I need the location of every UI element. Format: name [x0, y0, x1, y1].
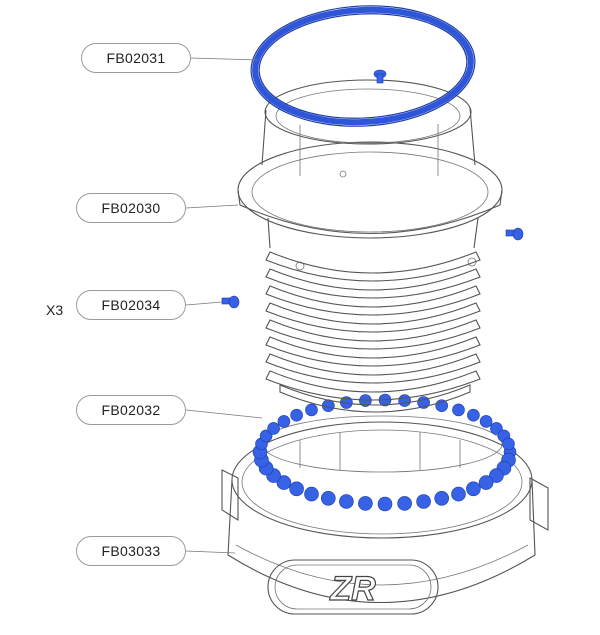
callout-fb02031-label: FB02031 — [106, 50, 166, 66]
ball-bearing — [416, 494, 431, 509]
ball-bearing — [277, 415, 291, 428]
bellows-rib — [265, 353, 481, 384]
leader-fb02031 — [190, 57, 259, 61]
bellows-ribs — [265, 251, 481, 401]
ball-bearing — [452, 403, 465, 417]
ball-bearing — [478, 475, 494, 490]
ball-ring-fb02032 — [252, 393, 517, 512]
ball-bearing — [289, 481, 304, 497]
leader-fb02034 — [185, 301, 223, 306]
leader-lines — [185, 57, 263, 554]
zr-logo: ZR — [267, 559, 439, 615]
bellows-rib — [265, 319, 481, 350]
leader-fb03033 — [185, 550, 236, 554]
callout-fb02030-label: FB02030 — [101, 200, 161, 216]
ball-bearing — [377, 496, 393, 512]
ball-bearing — [305, 403, 318, 417]
screw-left — [221, 295, 240, 309]
ball-bearing — [290, 408, 303, 422]
ball-bearing — [434, 490, 450, 506]
ball-bearing — [479, 415, 493, 428]
bellows-rib — [265, 302, 481, 333]
callout-fb02034-label: FB02034 — [101, 297, 161, 313]
ball-bearing — [359, 394, 372, 407]
ball-bearing — [489, 468, 504, 483]
ball-bearing — [304, 486, 319, 502]
ball-bearing — [259, 429, 273, 443]
ball-bearing — [339, 494, 354, 509]
leader-fb02030 — [185, 204, 239, 209]
base-nut-fb03033: ZR — [221, 415, 549, 615]
ball-bearing — [466, 481, 481, 497]
callout-fb02032-label: FB02032 — [101, 402, 161, 418]
screw-top — [373, 69, 387, 84]
ball-bearing — [467, 408, 480, 422]
callout-fb03033: FB03033 — [76, 536, 186, 566]
callout-fb03033-label: FB03033 — [101, 543, 161, 559]
ball-bearing — [320, 490, 336, 506]
leader-fb02032 — [185, 409, 263, 419]
callout-fb02031: FB02031 — [81, 43, 191, 73]
screw-right — [505, 227, 524, 241]
ball-bearing — [358, 496, 373, 511]
bellows-body-fb02030 — [237, 79, 503, 413]
ball-bearing — [267, 422, 280, 435]
callout-fb02032: FB02032 — [76, 395, 186, 425]
ball-bearing — [276, 475, 292, 490]
bellows-rib — [265, 285, 481, 316]
ball-bearing — [398, 394, 411, 407]
ball-bearing — [397, 496, 412, 511]
ball-bearing — [490, 422, 503, 435]
zr-logo-text: ZR — [329, 570, 376, 608]
bellows-rib — [265, 251, 481, 282]
callout-fb02034: FB02034 — [76, 290, 186, 320]
bellows-rib — [265, 268, 481, 299]
o-ring-fb02031 — [250, 5, 476, 127]
callout-fb02030: FB02030 — [76, 193, 186, 223]
ball-bearing — [435, 399, 449, 413]
ball-bearing — [502, 437, 515, 451]
ball-bearing — [451, 486, 466, 502]
bellows-rib — [265, 336, 481, 367]
quantity-fb02034: X3 — [46, 302, 64, 318]
bellows-rib — [265, 370, 481, 401]
